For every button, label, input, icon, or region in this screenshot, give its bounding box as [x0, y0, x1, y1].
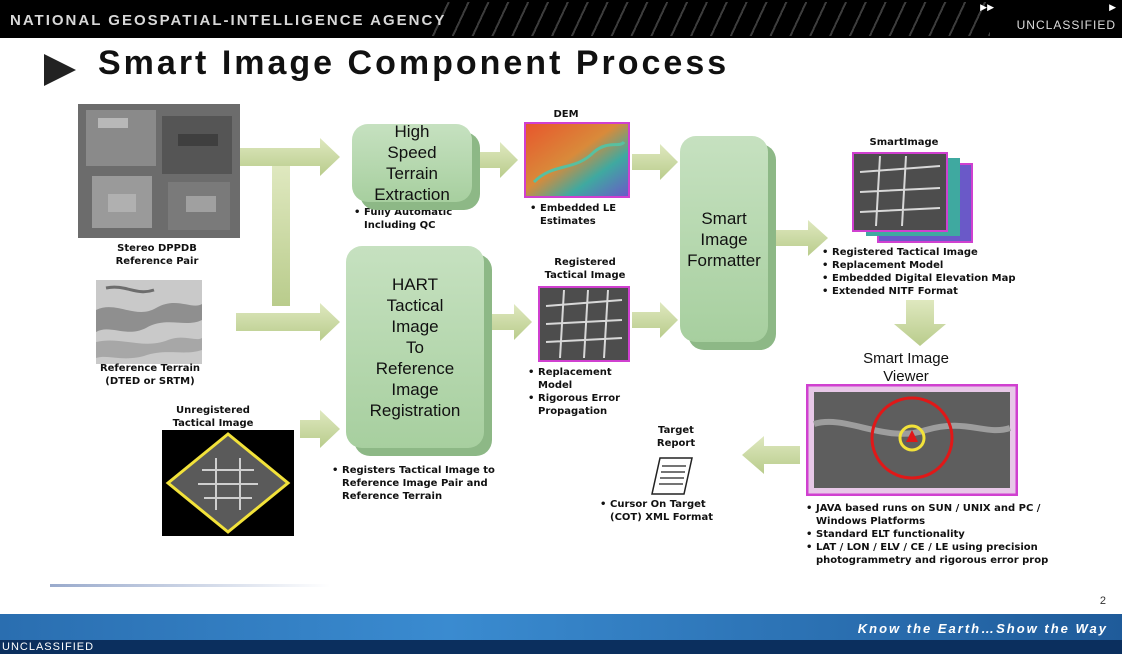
dem-label: DEM [553, 109, 579, 120]
dem-image [524, 122, 630, 198]
dem-note: Embedded LE Estimates [540, 202, 650, 228]
smartimage-note: Replacement Model [832, 259, 1072, 272]
arrow-dem-formatter [632, 144, 678, 180]
stereo-pair-image [78, 104, 240, 238]
footer-band-dark [0, 640, 1122, 654]
classification-bottom: UNCLASSIFIED [2, 641, 95, 653]
smartimage-note: Extended NITF Format [832, 285, 1072, 298]
registered-image [538, 286, 630, 362]
registered-note: Replacement Model [538, 366, 638, 392]
smartimage-notes: Registered Tactical Image Replacement Mo… [822, 246, 1072, 298]
formatter-box: Smart Image Formatter [680, 136, 776, 350]
header-arrows-icon: ▶▶ [980, 2, 994, 12]
arrow-terrain-hart [236, 303, 340, 341]
registered-notes: Replacement Model Rigorous Error Propaga… [528, 366, 638, 418]
arrow-viewer-target [742, 436, 800, 474]
footer: 2 Know the Earth…Show the Way UNCLASSIFI… [0, 584, 1122, 654]
header-bar: NATIONAL GEOSPATIAL-INTELLIGENCE AGENCY … [0, 0, 1122, 38]
viewer-label: Smart Image Viewer [863, 350, 949, 385]
target-note: Cursor On Target (COT) XML Format [610, 498, 720, 524]
arrow-unreg-hart [300, 410, 340, 448]
terrain-image [96, 280, 202, 364]
hste-box-text: High Speed Terrain Extraction [352, 122, 472, 204]
viewer-note: LAT / LON / ELV / CE / LE using precisio… [816, 541, 1076, 567]
page-number: 2 [1099, 595, 1106, 607]
target-notes: Cursor On Target (COT) XML Format [600, 498, 720, 524]
unregistered-image [162, 430, 294, 536]
hart-box: HART Tactical Image To Reference Image R… [346, 246, 492, 456]
hart-box-text: HART Tactical Image To Reference Image R… [346, 246, 484, 448]
agency-name: NATIONAL GEOSPATIAL-INTELLIGENCE AGENCY [10, 12, 447, 29]
hste-notes: Fully Automatic Including QC [354, 206, 484, 232]
arrow-vertical-bar [272, 166, 290, 306]
viewer-note: Standard ELT functionality [816, 528, 1076, 541]
dem-notes: Embedded LE Estimates [530, 202, 650, 228]
target-label: Target Report [656, 425, 696, 449]
arrow-registered-formatter [632, 302, 678, 338]
arrow-down-viewer [894, 300, 946, 346]
registered-note: Rigorous Error Propagation [538, 392, 638, 418]
hart-notes: Registers Tactical Image to Reference Im… [332, 464, 532, 503]
registered-label: Registered Tactical Image [544, 257, 626, 281]
smartimage-image [852, 152, 973, 243]
smartimage-note: Embedded Digital Elevation Map [832, 272, 1072, 285]
hart-note: Registers Tactical Image to Reference Im… [342, 464, 532, 503]
unregistered-label: Unregistered Tactical Image [172, 405, 254, 429]
smartimage-label: SmartImage [869, 137, 939, 148]
viewer-image [806, 384, 1018, 496]
formatter-box-text: Smart Image Formatter [680, 136, 768, 342]
smartimage-note: Registered Tactical Image [832, 246, 1072, 259]
footer-divider [50, 584, 330, 587]
footer-slogan: Know the Earth…Show the Way [857, 621, 1108, 636]
hste-note: Fully Automatic Including QC [364, 206, 484, 232]
arrow-hste-dem [476, 142, 518, 178]
slide-title: Smart Image Component Process [98, 44, 730, 82]
header-arrow-icon: ▶ [1109, 2, 1116, 12]
classification-top: UNCLASSIFIED [1016, 18, 1116, 32]
terrain-label: Reference Terrain (DTED or SRTM) [99, 363, 201, 387]
viewer-note: JAVA based runs on SUN / UNIX and PC / W… [816, 502, 1076, 528]
arrow-stereo-hste [236, 138, 340, 176]
title-bullet-icon [44, 54, 76, 86]
arrow-hart-registered [488, 304, 532, 340]
header-stripes [430, 2, 990, 36]
target-report-icon [651, 457, 693, 495]
hste-box: High Speed Terrain Extraction [352, 122, 480, 210]
stereo-label: Stereo DPPDB Reference Pair [115, 243, 199, 267]
arrow-formatter-smartimage [772, 220, 828, 256]
viewer-notes: JAVA based runs on SUN / UNIX and PC / W… [806, 502, 1076, 567]
footer-band [0, 614, 1122, 640]
